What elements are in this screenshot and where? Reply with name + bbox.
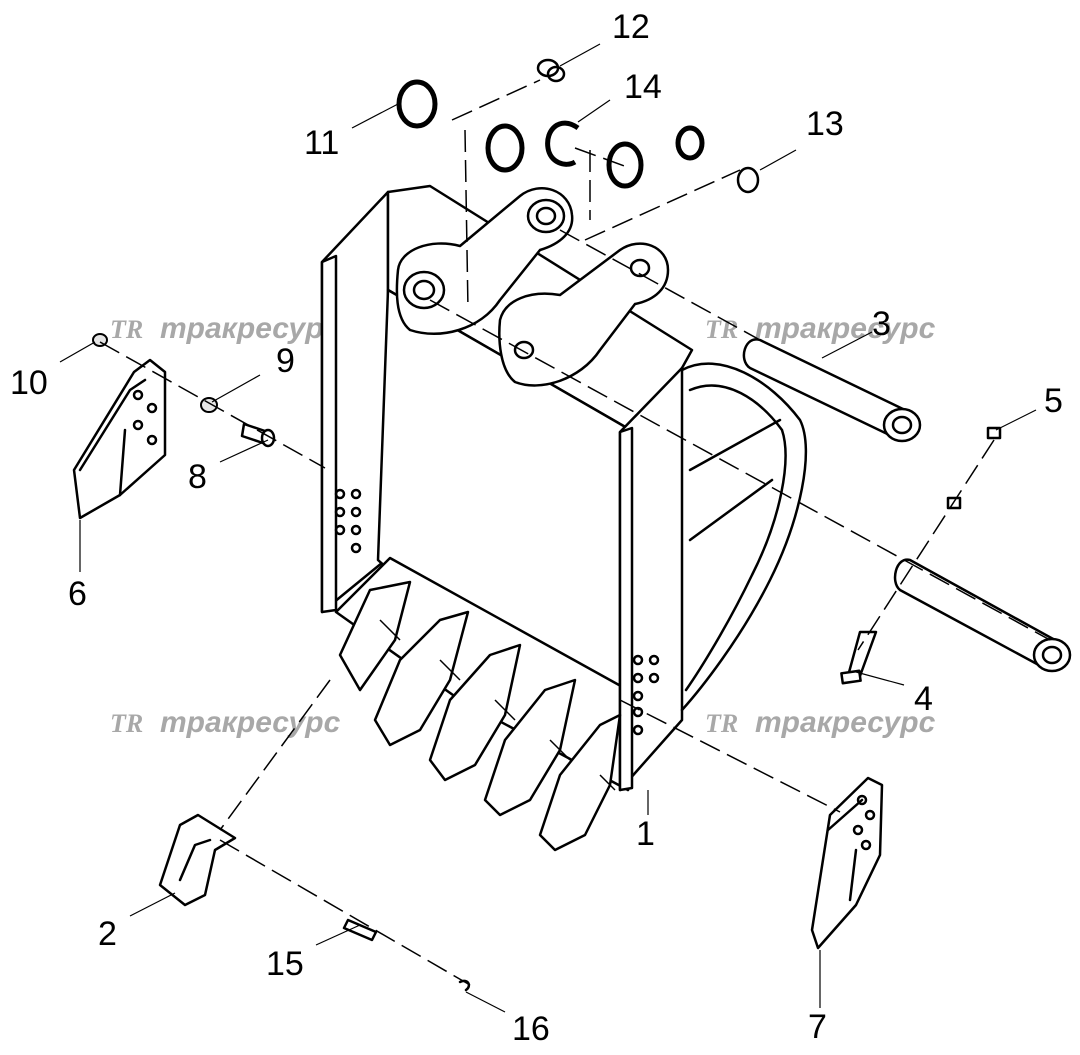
callout-5: 5: [1044, 382, 1063, 420]
svg-text:TR: TR: [110, 315, 143, 344]
pin-part-15: [342, 918, 378, 942]
callout-6: 6: [68, 575, 87, 613]
leader-lines: [59, 43, 1037, 1013]
svg-text:тракресурс: тракресурс: [755, 706, 936, 739]
callout-7: 7: [808, 1008, 827, 1046]
callout-1: 1: [636, 815, 655, 853]
svg-text:тракресурс: тракресурс: [160, 706, 341, 739]
callout-15: 15: [266, 945, 304, 983]
washer-part-13: [675, 125, 760, 194]
bucket-teeth: [338, 580, 622, 852]
callout-9: 9: [276, 342, 295, 380]
callout-2: 2: [98, 915, 117, 953]
svg-text:TR: TR: [705, 315, 738, 344]
nut-part-5: [946, 426, 1002, 510]
pin-part-4: [893, 558, 1072, 673]
callout-10: 10: [10, 364, 48, 402]
callout-3: 3: [872, 305, 891, 343]
assembly-axes: [99, 79, 1051, 986]
ring-part-14: [545, 120, 644, 189]
pin-part-3: [742, 338, 922, 443]
bolt-part-8: [240, 422, 276, 448]
o-ring-part-11b: [485, 123, 525, 173]
watermark-top-right: TR тракресурс: [705, 312, 936, 345]
callout-4: 4: [914, 680, 933, 718]
watermark-bottom-right: TR тракресурс: [705, 706, 936, 739]
callout-16: 16: [512, 1010, 550, 1048]
callout-11: 11: [304, 124, 339, 162]
snap-ring-part-12: [536, 58, 566, 83]
callout-14: 14: [624, 68, 662, 106]
o-ring-part-11: [396, 79, 438, 129]
tooth-part-2: [158, 813, 237, 907]
callout-labels: 1 2 3 4 5 6 7 8 9 10 11 12 13 14 15 16: [10, 8, 1063, 1048]
watermark-bottom-left: TR тракресурс: [110, 706, 341, 739]
retainer-part-16: [458, 979, 471, 992]
bolt-part-4: [840, 630, 878, 685]
side-cutter-part-7: [810, 776, 884, 950]
callout-12: 12: [612, 8, 650, 46]
washer-part-10: [92, 333, 108, 347]
callout-13: 13: [806, 105, 844, 143]
watermark-top-left: TR тракресурс: [110, 312, 341, 345]
callout-8: 8: [188, 458, 207, 496]
svg-text:TR: TR: [705, 709, 738, 738]
svg-text:TR: TR: [110, 709, 143, 738]
side-cutter-part-6: [72, 358, 167, 520]
svg-text:тракресурс: тракресурс: [160, 312, 341, 345]
svg-text:тракресурс: тракресурс: [755, 312, 936, 345]
